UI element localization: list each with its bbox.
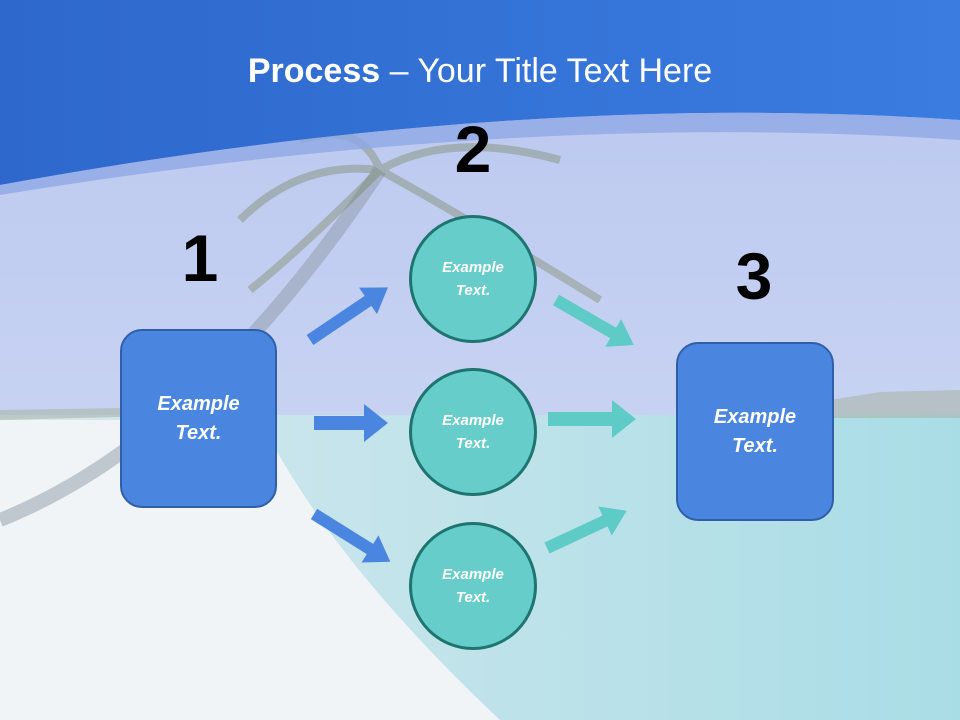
circle-3-line-2: Text. [455,589,491,606]
arrow-right-teal [548,400,636,438]
page-title: Process – Your Title Text Here [0,52,960,91]
circle-1-line-1: Example [442,259,504,276]
circle-3-line-1: Example [442,566,504,583]
arrow-right-blue [314,404,388,442]
arrow-up-right-blue [306,287,388,345]
process-box-1[interactable]: Example Text. [120,329,277,508]
circle-1-line-2: Text. [455,282,491,299]
arrow-down-right-blue [310,508,391,563]
step-number-2: 2 [454,112,492,186]
process-circle-3[interactable]: Example Text. [409,522,537,650]
box-1-line-1: Example [157,392,240,415]
step-number-3: 3 [735,239,773,313]
process-box-3[interactable]: Example Text. [676,342,834,521]
title-rest: – Your Title Text Here [380,52,713,90]
arrow-down-right-teal [553,294,634,347]
box-1-line-2: Text. [175,421,222,444]
process-circle-2[interactable]: Example Text. [409,368,537,496]
circle-2-line-1: Example [442,412,504,429]
title-bold: Process [247,52,381,90]
arrow-up-right-teal [544,506,627,554]
box-3-line-2: Text. [732,434,778,457]
process-circle-1[interactable]: Example Text. [409,215,537,343]
step-number-1: 1 [181,221,219,295]
circle-2-line-2: Text. [455,435,491,452]
box-3-line-1: Example [713,405,797,428]
